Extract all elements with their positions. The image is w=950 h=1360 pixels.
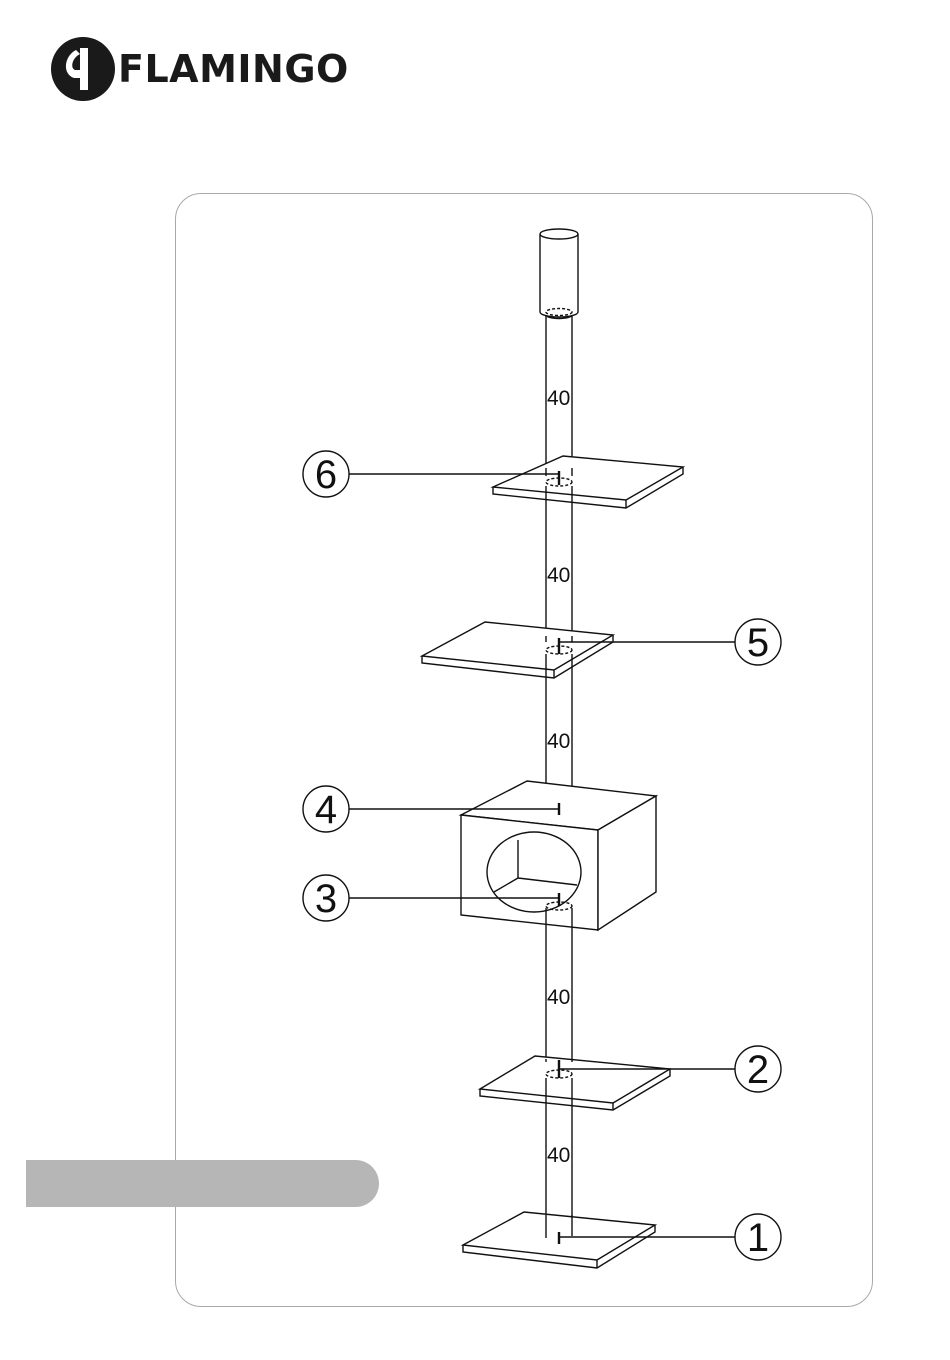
post-length-label: 40	[547, 1144, 570, 1167]
platform-5	[422, 622, 613, 678]
platform-2	[480, 1056, 670, 1110]
post-length-label: 40	[547, 564, 570, 587]
callout-number-5: 5	[747, 621, 769, 665]
callout-number-4: 4	[315, 788, 337, 832]
callout-number-2: 2	[747, 1048, 769, 1092]
callout-number-6: 6	[315, 453, 337, 497]
callout-number-1: 1	[747, 1216, 769, 1260]
top-cap	[540, 229, 578, 317]
post-length-label: 40	[547, 387, 570, 410]
post-2	[546, 908, 572, 1062]
callout-number-3: 3	[315, 877, 337, 921]
cat-box	[461, 781, 656, 930]
base-platform	[463, 1212, 655, 1268]
platform-6	[493, 456, 683, 508]
post-length-label: 40	[547, 730, 570, 753]
post-length-label: 40	[547, 986, 570, 1009]
